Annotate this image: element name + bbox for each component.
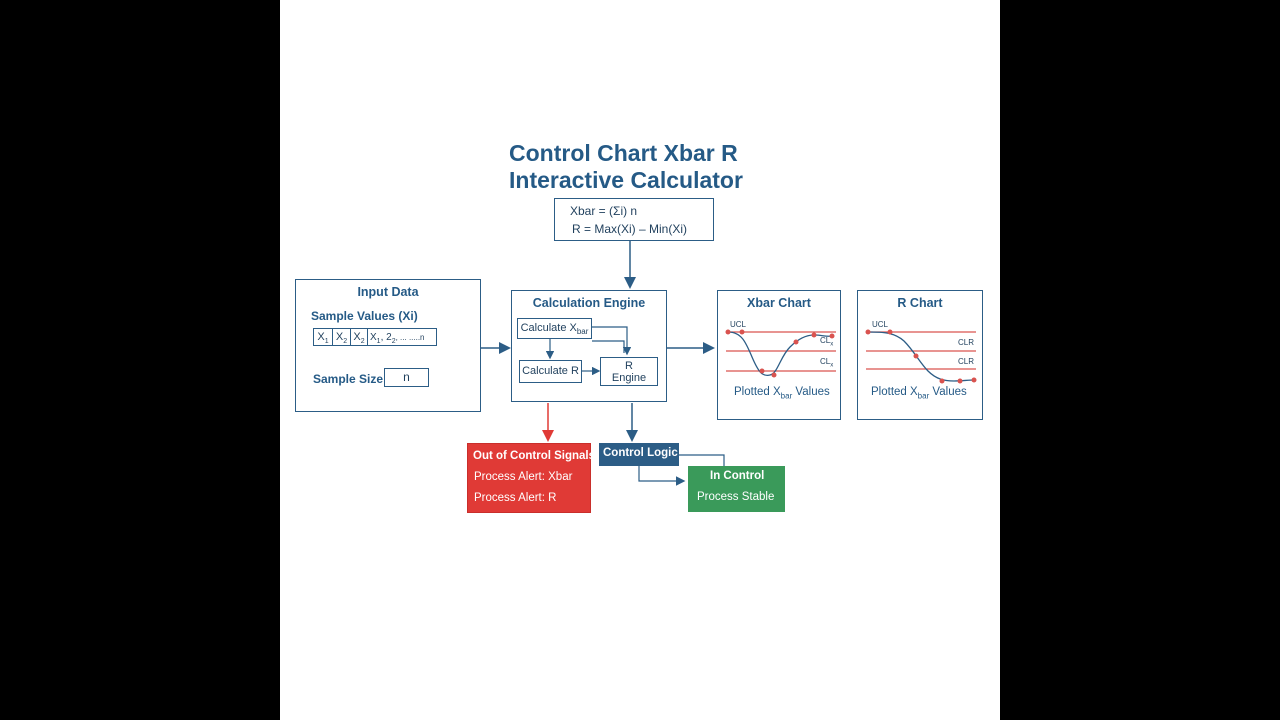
title-line-2: Interactive Calculator [509, 167, 743, 193]
r-engine-line-1: R [625, 360, 633, 372]
cell-tail-sub: 2 [391, 338, 396, 345]
calculate-xbar-label: Calculate X [520, 322, 577, 334]
r-clr-label-a: CLR [958, 338, 975, 347]
xbar-cl-b-text: CL [820, 357, 831, 366]
engine-connectors [545, 326, 632, 376]
formula-range: R = Max(Xi) – Min(Xi) [572, 222, 688, 236]
xbar-caption-sub: bar [780, 391, 793, 401]
cell-text: X [370, 332, 377, 343]
xbar-ucl-label: UCL [730, 320, 747, 329]
cell-text: X [317, 331, 325, 343]
xbar-chart-plot [725, 329, 836, 378]
xbar-point [759, 368, 765, 374]
formula-xbar: Xbar = (Σi) n [570, 204, 638, 218]
r-chart-caption: Plotted Xbar Values [871, 386, 967, 400]
cell-sub: 2 [343, 338, 348, 346]
xbar-cl-b-sub: x [830, 362, 834, 369]
cell-text: X [335, 331, 344, 343]
xbar-point [829, 333, 835, 339]
cell-tail: , 2 [380, 332, 392, 343]
xbar-caption-pre: Plotted X [734, 386, 781, 398]
r-engine-line-2: Engine [611, 372, 647, 384]
r-clr-label-b: CLR [958, 357, 975, 366]
cell-text: X [353, 331, 361, 343]
r-point [971, 377, 977, 383]
xbar-chart-title: Xbar Chart [747, 296, 811, 310]
r-point [913, 353, 919, 359]
r-chart-box: R Chart UCL CLR CLR Plotted Xbar Values [857, 290, 983, 420]
calculation-engine-box: Calculation Engine Calculate Xbar Calcul… [511, 290, 667, 402]
sample-cell-3[interactable]: X2 [351, 329, 368, 345]
input-data-title: Input Data [357, 285, 419, 299]
cell-sub: 1 [324, 338, 329, 346]
calculate-xbar-button[interactable]: Calculate Xbar [517, 318, 592, 339]
calculate-xbar-sub: bar [576, 327, 589, 337]
diagram-canvas: Control Chart Xbar R Interactive Calcula… [280, 0, 1000, 720]
r-point [887, 329, 893, 335]
sample-cell-4[interactable]: X1, 22, ... .....n [368, 329, 436, 345]
out-of-control-box: Out of Control Signals Process Alert: Xb… [467, 443, 595, 513]
process-stable-label: Process Stable [697, 491, 775, 503]
cell-sub: 1 [376, 338, 381, 345]
xbar-cl-a-sub: x [830, 341, 834, 348]
xbar-point [811, 332, 817, 338]
calculation-engine-title: Calculation Engine [532, 296, 646, 310]
r-chart-title: R Chart [897, 296, 943, 310]
connector-layer [481, 241, 725, 486]
r-point [957, 378, 963, 384]
r-ucl-label: UCL [872, 320, 889, 329]
xbar-chart-caption: Plotted Xbar Values [734, 386, 830, 400]
xbar-point [793, 339, 799, 345]
sample-size-input[interactable]: n [384, 368, 429, 387]
control-logic-box: Control Logic [599, 443, 679, 466]
in-control-title: In Control [710, 470, 765, 482]
sample-cell-1[interactable]: X1 [314, 329, 333, 345]
xbar-point [739, 329, 745, 335]
control-logic-title: Control Logic [603, 447, 678, 459]
in-control-box: In Control Process Stable [688, 466, 785, 512]
xbar-chart-box: Xbar Chart UCL CLx CLx Plotted Xbar Valu… [717, 290, 841, 420]
r-caption-sub: bar [917, 391, 930, 401]
xbar-caption-post: Values [792, 386, 830, 398]
xbar-cl-a-text: CL [820, 336, 831, 345]
r-point [939, 378, 945, 384]
calculate-r-button[interactable]: Calculate R [519, 360, 582, 383]
cell-ellipsis: , ... .....n [395, 333, 425, 342]
process-alert-r: Process Alert: R [474, 492, 557, 504]
xbar-cl-label-b: CLx [820, 357, 833, 369]
sample-size-label: Sample Size [313, 372, 384, 386]
out-of-control-title: Out of Control Signals [473, 450, 596, 462]
process-alert-xbar: Process Alert: Xbar [474, 471, 573, 483]
sample-values-label: Sample Values (Xi) [311, 309, 418, 323]
xbar-series-line [727, 331, 833, 377]
r-caption-pre: Plotted X [871, 386, 918, 398]
r-chart-plot [865, 329, 977, 384]
formula-box: Xbar = (Σi) n R = Max(Xi) – Min(Xi) [554, 198, 714, 241]
sample-cell-2[interactable]: X2 [333, 329, 351, 345]
cell-sub: 2 [360, 338, 365, 346]
r-point [865, 329, 871, 335]
xbar-cl-label-a: CLx [820, 336, 833, 348]
sample-values-input[interactable]: X1 X2 X2 X1, 22, ... .....n [313, 328, 437, 346]
xbar-point [725, 329, 731, 335]
page-title: Control Chart Xbar R Interactive Calcula… [509, 140, 929, 194]
r-caption-post: Values [929, 386, 967, 398]
xbar-point [771, 372, 777, 378]
input-data-box: Input Data Sample Values (Xi) X1 X2 X2 X… [295, 279, 481, 412]
arrow-control-logic-to-in-control [638, 454, 725, 486]
r-engine-box: R Engine [600, 357, 658, 386]
title-line-1: Control Chart Xbar R [509, 140, 738, 166]
